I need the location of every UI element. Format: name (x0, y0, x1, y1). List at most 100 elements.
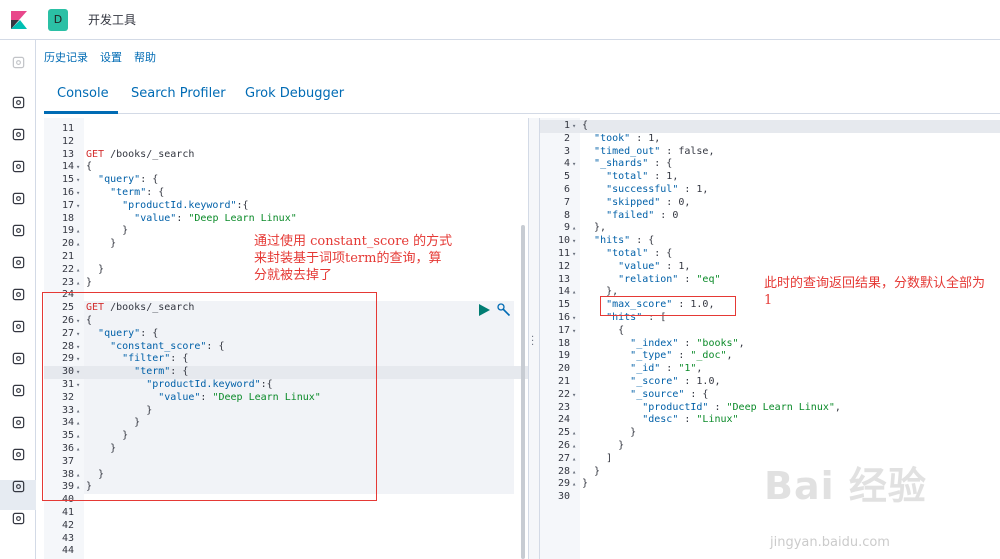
fold-toggle-icon[interactable]: ▴ (76, 483, 81, 492)
wrench-icon[interactable] (497, 303, 511, 317)
code-text: "successful" : 1, (606, 184, 709, 195)
fold-toggle-icon[interactable]: ▾ (76, 176, 81, 185)
code-text: } (582, 427, 637, 439)
tab-console[interactable]: Console (57, 86, 109, 101)
request-scrollbar[interactable] (521, 225, 525, 559)
fold-toggle-icon[interactable]: ▴ (572, 224, 577, 233)
tab-search-profiler[interactable]: Search Profiler (131, 86, 226, 101)
line-number: 18 (61, 212, 74, 224)
line-number: 36 (61, 443, 74, 454)
space-avatar[interactable]: D (48, 9, 68, 31)
code-text: "_source" : { (630, 388, 709, 400)
fold-toggle-icon[interactable]: ▾ (572, 237, 577, 246)
fold-toggle-icon[interactable]: ▴ (76, 278, 81, 287)
fold-toggle-icon[interactable]: ▾ (76, 189, 81, 197)
fold-toggle-icon[interactable]: ▾ (76, 381, 81, 389)
fold-toggle-icon[interactable]: ▴ (572, 454, 577, 463)
canvas-icon[interactable] (8, 188, 28, 208)
code-text: "desc" : "Linux" (642, 414, 739, 426)
response-gutter (540, 118, 580, 559)
apm-icon[interactable] (8, 348, 28, 368)
request-line: 28▾ "constant_score": { (44, 341, 528, 354)
fold-toggle-icon[interactable]: ▴ (572, 467, 577, 476)
fold-toggle-icon[interactable]: ▾ (76, 201, 81, 210)
line-number: 25 (61, 302, 74, 314)
pane-resizer[interactable] (528, 118, 540, 559)
fold-toggle-icon[interactable]: ▴ (76, 470, 81, 479)
response-line: 2 "took" : 1, (540, 133, 1000, 146)
dashboard-icon[interactable] (8, 156, 28, 176)
code-text: "_type" : "_doc", (630, 350, 733, 362)
request-line: 38▴ } (44, 469, 528, 482)
fold-toggle-icon[interactable]: ▴ (76, 240, 81, 249)
code-text: { (582, 324, 625, 336)
left-nav (0, 40, 36, 559)
fold-toggle-icon[interactable]: ▾ (76, 317, 81, 325)
fold-toggle-icon[interactable]: ▴ (572, 288, 577, 297)
clock-icon[interactable] (8, 52, 28, 72)
fold-toggle-icon[interactable]: ▾ (572, 314, 577, 322)
fold-toggle-icon[interactable]: ▾ (76, 163, 81, 172)
response-line: 8 "failed" : 0 (540, 210, 1000, 223)
line-number: 39 (61, 481, 74, 493)
uptime-icon[interactable] (8, 380, 28, 400)
fold-toggle-icon[interactable]: ▾ (572, 326, 577, 335)
stack-icon[interactable] (8, 284, 28, 304)
fold-toggle-icon[interactable]: ▾ (572, 390, 577, 399)
fold-toggle-icon[interactable]: ▾ (572, 122, 577, 130)
line-number: 14 (557, 286, 570, 298)
kibana-logo-icon[interactable] (8, 9, 30, 31)
fold-toggle-icon[interactable]: ▾ (572, 160, 577, 169)
ml-icon[interactable] (8, 252, 28, 272)
line-number: 19 (61, 225, 74, 237)
management-icon[interactable] (8, 508, 28, 528)
fold-toggle-icon[interactable]: ▴ (572, 442, 577, 450)
code-text: } (86, 481, 93, 493)
visualize-icon[interactable] (8, 124, 28, 144)
devtools-icon[interactable] (8, 444, 28, 464)
fold-toggle-icon[interactable]: ▾ (76, 342, 81, 351)
response-line: 17▾ { (540, 325, 1000, 338)
maps-icon[interactable] (8, 220, 28, 240)
fold-toggle-icon[interactable]: ▾ (76, 329, 81, 338)
settings-link[interactable]: 设置 (100, 51, 122, 64)
fold-toggle-icon[interactable]: ▴ (76, 227, 81, 236)
code-text: } (86, 238, 117, 250)
fold-toggle-icon[interactable]: ▾ (76, 368, 81, 377)
annotation-right: 此时的查询返回结果，分数默认全部为 1 (764, 276, 986, 308)
fold-toggle-icon[interactable]: ▴ (76, 265, 81, 274)
monitoring-icon[interactable] (8, 476, 28, 496)
line-number: 17 (557, 324, 570, 336)
logs-icon[interactable] (8, 316, 28, 336)
fold-toggle-icon[interactable]: ▴ (572, 429, 577, 438)
history-link[interactable]: 历史记录 (44, 51, 88, 64)
line-number: 26 (61, 315, 74, 326)
fold-toggle-icon[interactable]: ▴ (76, 445, 81, 453)
fold-toggle-icon[interactable]: ▴ (572, 480, 577, 489)
compass-icon[interactable] (8, 92, 28, 112)
code-text: }, (582, 286, 619, 298)
resizer-grip-icon: ··· (531, 332, 535, 351)
code-text: "constant_score": { (110, 340, 225, 352)
fold-toggle-icon[interactable]: ▾ (76, 355, 81, 364)
fold-toggle-icon[interactable]: ▴ (76, 432, 81, 441)
code-text: "total" : { (606, 248, 673, 259)
fold-toggle-icon[interactable]: ▾ (572, 250, 577, 258)
response-line: 25▴ } (540, 427, 1000, 440)
response-line: 14▴ }, (540, 286, 1000, 299)
code-text: "_id" : "1", (630, 363, 703, 375)
fold-toggle-icon[interactable]: ▴ (76, 406, 81, 415)
request-line: 11 (44, 123, 528, 136)
play-icon[interactable] (477, 303, 491, 317)
fold-toggle-icon[interactable]: ▴ (76, 419, 81, 428)
tab-grok-debugger[interactable]: Grok Debugger (245, 86, 345, 101)
line-number: 2 (563, 132, 570, 144)
line-number: 27 (557, 452, 570, 464)
code-text: } (86, 417, 141, 429)
response-line: 27▴ ] (540, 453, 1000, 466)
siem-icon[interactable] (8, 412, 28, 432)
line-number: 21 (61, 251, 74, 262)
help-link[interactable]: 帮助 (134, 51, 156, 64)
line-number: 22 (61, 263, 74, 275)
